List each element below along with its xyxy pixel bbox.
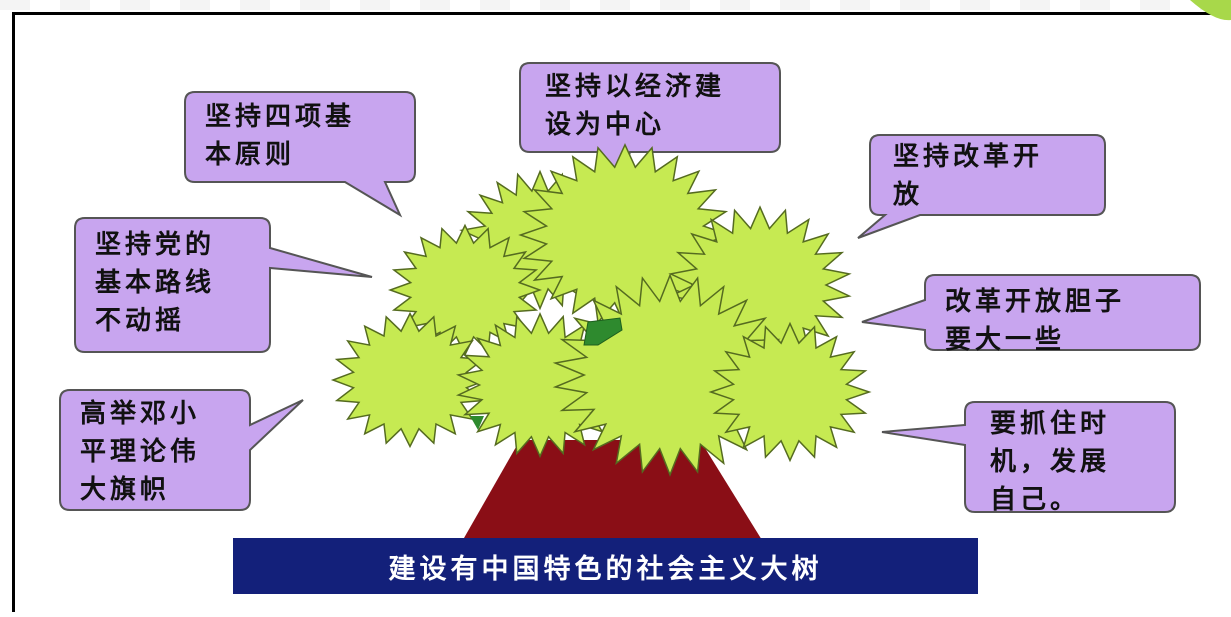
callout-bubble-four-principles: [184, 91, 416, 218]
callout-bubble-bolder: [861, 274, 1201, 351]
branch-accent-small: [470, 416, 484, 430]
banner-text: 建设有中国特色的社会主义大树: [388, 553, 823, 585]
top-border-pattern: [0, 0, 1231, 10]
title-banner: 建设有中国特色的社会主义大树: [233, 538, 978, 594]
frame-top-line: [14, 12, 1224, 15]
callout-text-seize-opportunity: 要抓住时 机，发展 自己。: [990, 409, 1111, 515]
callout-bubble-party-line: [74, 217, 373, 353]
callout-bubble-deng-theory: [59, 389, 304, 511]
callout-bubble-seize-opportunity: [881, 401, 1176, 513]
callout-text-economy: 坚持以经济建 设为中心: [545, 72, 726, 140]
frame-left-line: [12, 12, 15, 612]
callout-text-four-principles: 坚持四项基 本原则: [205, 102, 356, 170]
tree-trunk: [460, 440, 765, 545]
foliage-burst-lower-left: [330, 311, 490, 449]
callout-bubble-reform: [857, 134, 1106, 239]
callout-text-reform: 坚持改革开 放: [893, 142, 1044, 210]
callout-text-bolder: 改革开放胆子 要大一些: [945, 287, 1126, 355]
branch-accent: [583, 317, 623, 346]
callout-text-party-line: 坚持党的 基本路线 不动摇: [95, 230, 216, 336]
foliage-burst-lower-right: [708, 321, 872, 463]
corner-leaf-icon: [1190, 0, 1231, 21]
callout-text-deng-theory: 高举邓小 平理论伟 大旗帜: [80, 399, 201, 505]
tree-foliage: [330, 143, 872, 477]
